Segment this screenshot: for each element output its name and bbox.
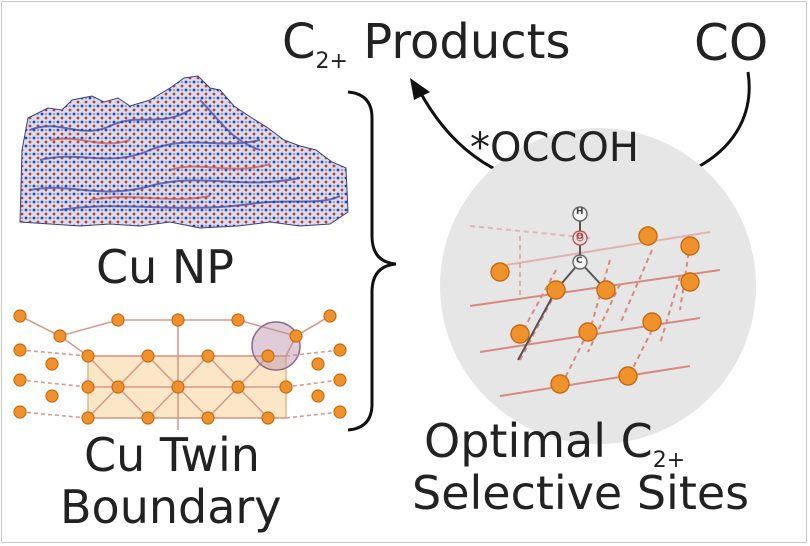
- sites-label-line2: Selective Sites: [412, 466, 750, 520]
- products-subscript: 2+: [315, 49, 348, 74]
- intermediate-label: *OCCOH: [470, 125, 639, 171]
- twin-label-line1: Cu Twin: [84, 428, 260, 482]
- products-label: C2+ Products: [282, 18, 570, 73]
- grouping-brace: [347, 90, 397, 432]
- reaction-arrow-head: [410, 78, 430, 100]
- reactant-label: CO: [694, 14, 769, 72]
- sites-main: Optimal C: [424, 414, 653, 468]
- adsorbate-atom-h: [572, 206, 588, 222]
- twin-label-line2: Boundary: [60, 480, 282, 534]
- adsorbate-atom-c: [572, 254, 588, 270]
- products-main: C: [282, 14, 316, 70]
- sites-subscript: 2+: [652, 448, 686, 473]
- adsorbate-atom-o: [572, 230, 588, 246]
- selective-site-illustration: [440, 128, 756, 444]
- adsorbate-letter-o: O: [576, 232, 584, 242]
- cu-nanoparticle: [19, 75, 349, 229]
- adsorbate-letter-h: H: [576, 207, 584, 217]
- cu-twin-lattice: [13, 309, 347, 430]
- twin-highlight-site: [251, 321, 301, 371]
- sites-label-line1: Optimal C2+: [424, 418, 685, 472]
- products-rest: Products: [347, 14, 571, 70]
- nanoparticle-label: Cu NP: [96, 240, 235, 294]
- adsorbate-letter-c: C: [576, 256, 583, 266]
